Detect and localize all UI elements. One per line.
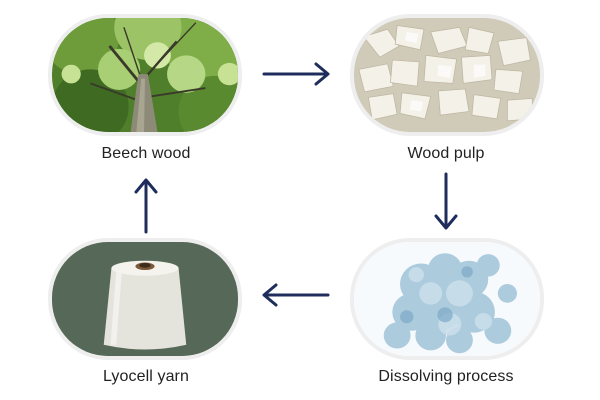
dissolving-process-image xyxy=(350,238,544,360)
wood-pulp-flakes-picture xyxy=(354,18,540,132)
beech-wood-label: Beech wood xyxy=(101,145,191,162)
wood-pulp-label: Wood pulp xyxy=(407,145,485,162)
arrow-up-icon xyxy=(134,176,158,234)
arrow-down-icon xyxy=(434,172,458,232)
lyocell-yarn-label: Lyocell yarn xyxy=(103,368,189,385)
arrow-right-icon xyxy=(262,62,332,86)
blue-dissolving-cloud-picture xyxy=(354,242,540,356)
lyocell-yarn-image xyxy=(48,238,242,360)
beech-wood-image xyxy=(48,14,242,136)
yarn-cone-picture xyxy=(52,242,238,356)
beech-tree-canopy-picture xyxy=(52,18,238,132)
wood-pulp-image xyxy=(350,14,544,136)
arrow-left-icon xyxy=(260,283,330,307)
dissolving-process-label: Dissolving process xyxy=(378,368,514,385)
